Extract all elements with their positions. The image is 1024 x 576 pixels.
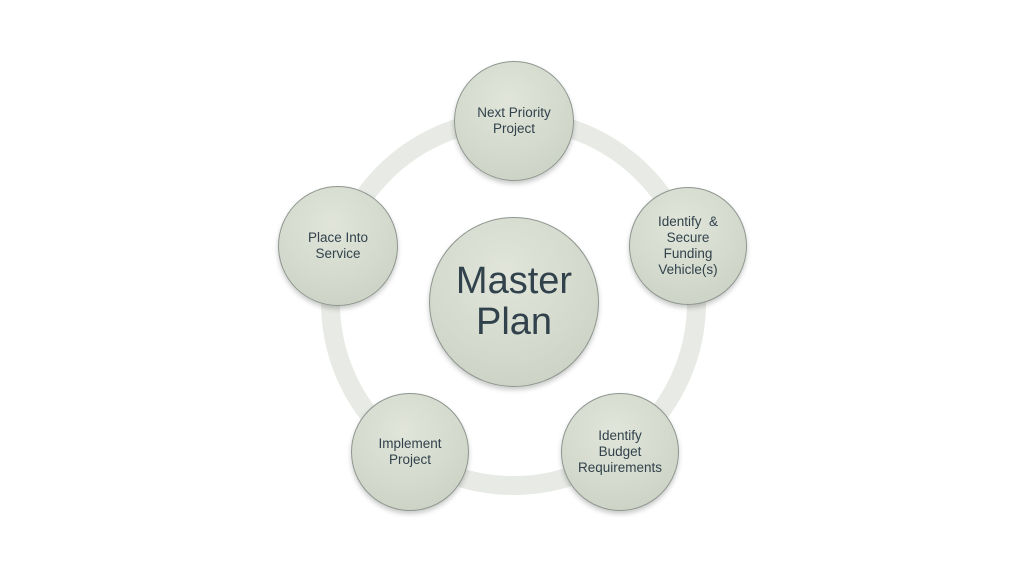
node-label-line: Next Priority (477, 105, 551, 121)
node-label-line: Vehicle(s) (658, 261, 718, 277)
node-label-line: Implement (378, 436, 442, 452)
node-implement-project: Implement Project (351, 393, 469, 511)
node-place-into-service: Place Into Service (278, 186, 398, 306)
node-label-line: Identify & (657, 214, 719, 230)
node-label-line: Project (388, 452, 432, 467)
node-identify-secure-funding: Identify & Secure Funding Vehicle(s) (629, 187, 747, 305)
node-label-line: Requirements (577, 459, 663, 475)
center-label-line: Plan (475, 301, 553, 343)
node-label-line: Service (315, 246, 361, 261)
node-label-line: Secure (666, 230, 710, 246)
center-label-line: Master (455, 259, 573, 302)
node-label-line: Funding (663, 246, 713, 261)
node-identify-budget-requirements: Identify Budget Requirements (561, 393, 679, 511)
node-next-priority-project: Next Priority Project (454, 61, 574, 181)
node-label-line: Place Into (307, 230, 369, 246)
node-label-line: Budget (598, 444, 642, 460)
node-label-line: Identify (598, 428, 642, 444)
node-master-plan: Master Plan (429, 217, 599, 387)
node-label-line: Project (492, 121, 536, 136)
